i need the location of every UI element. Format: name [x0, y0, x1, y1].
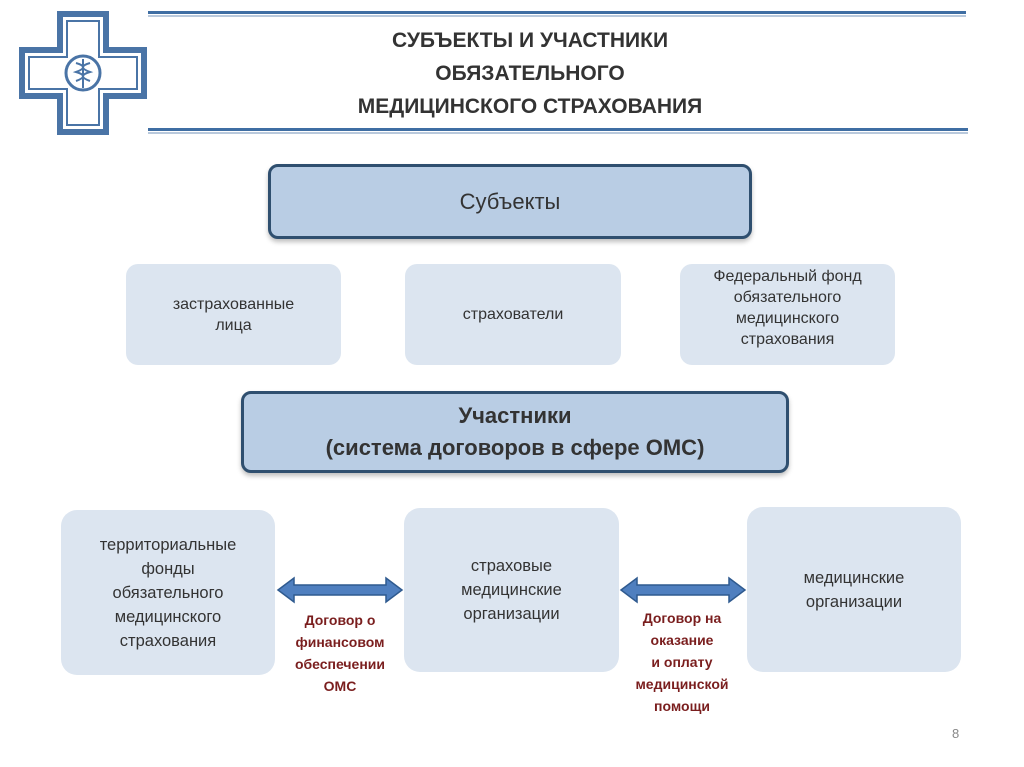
contract-2-line-3: и оплату	[651, 654, 713, 670]
subject-1-line-2: лица	[215, 316, 252, 334]
participant-1-line-4: медицинского	[114, 607, 222, 626]
subjects-header-box: Субъекты	[268, 164, 752, 239]
subject-3-line-3: медицинского	[735, 310, 840, 327]
participant-1-line-5: страхования	[119, 631, 217, 650]
participant-1-line-2: фонды	[141, 559, 195, 578]
contract-1-line-2: финансовом	[295, 634, 385, 650]
subject-policyholders-box: страхователи	[405, 264, 621, 365]
participants-subtitle: (система договоров в сфере ОМС)	[325, 435, 705, 460]
double-arrow-left-icon	[276, 576, 404, 604]
subject-2-line-1: страхователи	[462, 306, 564, 323]
contract-2-line-5: помощи	[654, 698, 710, 714]
participant-medical-orgs-box: медицинские организации	[747, 507, 961, 672]
subjects-title: Субъекты	[459, 188, 561, 214]
subject-3-line-4: страхования	[740, 331, 835, 348]
contract-1-line-4: ОМС	[323, 678, 357, 694]
participant-1-line-1: территориальные	[99, 535, 237, 554]
participant-2-line-2: медицинские	[461, 581, 562, 599]
participant-2-line-1: страховые	[470, 557, 553, 575]
contract-2-line-1: Договор на	[642, 610, 722, 626]
page-number: 8	[952, 726, 960, 741]
participants-header-box: Участники (система договоров в сфере ОМС…	[241, 391, 789, 473]
participant-insurance-orgs-box: страховые медицинские организации	[404, 508, 619, 672]
subject-federal-fund-box: Федеральный фонд обязательного медицинск…	[680, 264, 895, 365]
participant-territorial-funds-box: территориальные фонды обязательного меди…	[61, 510, 275, 675]
subject-3-line-2: обязательного	[733, 289, 842, 306]
participant-3-line-1: медицинские	[803, 568, 905, 587]
double-arrow-right-icon	[619, 576, 747, 604]
contract-2-line-2: оказание	[650, 632, 714, 648]
title-line-1: СУБЪЕКТЫ И УЧАСТНИКИ	[391, 29, 669, 52]
medical-cross-logo-icon	[19, 11, 147, 135]
participant-1-line-3: обязательного	[112, 583, 224, 602]
subject-insured-persons-box: застрахованные лица	[126, 264, 341, 365]
title-line-2: ОБЯЗАТЕЛЬНОГО	[435, 62, 625, 85]
header-top-rule-shadow	[148, 15, 966, 17]
header-top-rule	[148, 11, 966, 14]
contract-2-line-4: медицинской	[635, 676, 729, 692]
page-title: СУБЪЕКТЫ И УЧАСТНИКИ ОБЯЗАТЕЛЬНОГО МЕДИЦ…	[300, 24, 760, 123]
contract-1-line-3: обеспечении	[294, 656, 386, 672]
contract-financing-label: Договор о финансовом обеспечении ОМС	[280, 609, 400, 697]
header-bottom-rule	[148, 128, 968, 131]
participant-2-line-3: организации	[463, 605, 560, 623]
subject-3-line-1: Федеральный фонд	[713, 268, 862, 285]
participants-title: Участники	[458, 403, 572, 428]
title-line-3: МЕДИЦИНСКОГО СТРАХОВАНИЯ	[357, 95, 703, 118]
subject-1-line-1: застрахованные	[172, 295, 295, 313]
contract-1-line-1: Договор о	[304, 612, 376, 628]
contract-medical-care-label: Договор на оказание и оплату медицинской…	[618, 607, 746, 717]
header-bottom-rule-shadow	[148, 132, 968, 134]
participant-3-line-2: организации	[805, 592, 903, 611]
